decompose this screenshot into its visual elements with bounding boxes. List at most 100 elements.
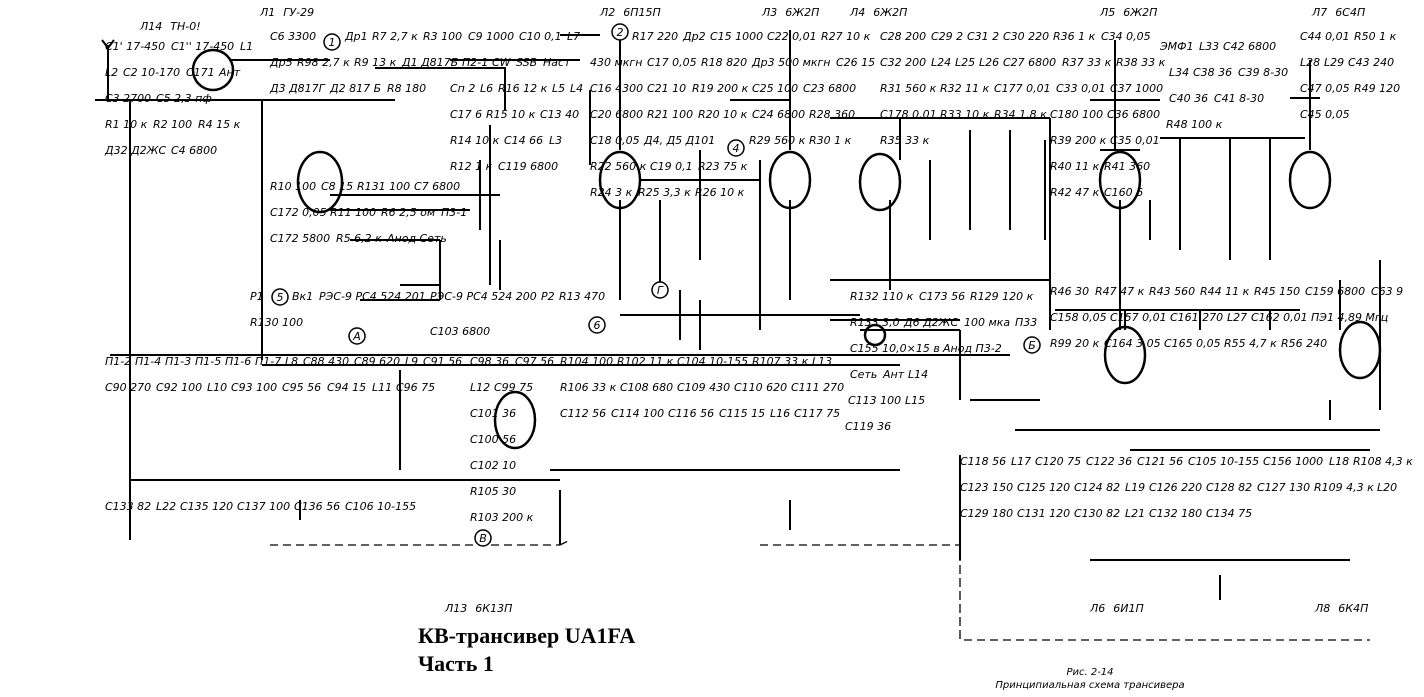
component-label: Ант	[218, 66, 241, 79]
component-label: R33 10 к	[940, 108, 990, 121]
component-label: R38 33 к	[1116, 56, 1166, 69]
component-label: C1'' 17-450	[171, 40, 234, 53]
node-marker-label: Г	[657, 284, 664, 297]
component-label: R108 4,3 к	[1353, 455, 1413, 468]
tube-type: ТН-0!	[170, 20, 200, 33]
node-marker-label: В	[479, 532, 487, 545]
component-label: C122 36	[1086, 455, 1132, 468]
component-label: C106 10-155	[345, 500, 416, 513]
component-label: R8 180	[387, 82, 426, 95]
tube-ref: Л7	[1311, 6, 1327, 19]
component-label: Д4, Д5 Д101	[643, 134, 715, 147]
component-label: C91 56	[423, 355, 462, 368]
component-label: R31 560 к	[880, 82, 937, 95]
component-label: Д6 Д2ЖС	[903, 316, 959, 329]
node-marker-circle	[348, 327, 366, 345]
figure-number: Рис. 2-14	[1066, 667, 1114, 678]
component-label: C23 6800	[803, 82, 856, 95]
component-label: C39 8-30	[1238, 66, 1288, 79]
component-label: L15	[905, 394, 925, 407]
component-label: L13	[812, 355, 832, 368]
component-label: C127 130	[1257, 481, 1310, 494]
component-label: R109 4,3 к	[1314, 481, 1374, 494]
component-label: L33	[1199, 40, 1219, 53]
component-label: C1' 17-450	[105, 40, 165, 53]
tube-ref: Л3	[761, 6, 777, 19]
component-label: C104 10-155	[677, 355, 748, 368]
component-label: R48 100 к	[1166, 118, 1223, 131]
component-label: R105 30	[470, 485, 516, 498]
tube-type: 6Ж2П	[873, 6, 907, 19]
component-label: П1-6	[225, 355, 251, 368]
tube-type: 6С4П	[1335, 6, 1365, 19]
component-label: ЭМФ1	[1159, 40, 1194, 53]
component-label: C102 10	[470, 459, 516, 472]
title-line-2: Часть 1	[418, 651, 494, 676]
component-label: C171	[186, 66, 215, 79]
component-label: L22	[156, 500, 176, 513]
component-label: C180 100	[1050, 108, 1103, 121]
tube-l8	[1338, 320, 1382, 380]
component-label: C129 180	[960, 507, 1013, 520]
node-marker-circle	[271, 288, 289, 306]
figure-caption-text: Принципиальная схема трансивера	[995, 680, 1185, 691]
component-label: R9 13 к	[354, 56, 397, 69]
component-label: L5	[552, 82, 565, 95]
component-label: Сеть	[850, 368, 877, 381]
component-label: R2 100	[153, 118, 192, 131]
component-label: L11	[372, 381, 392, 394]
component-label: R1 10 к	[105, 118, 148, 131]
component-label: C40 36	[1169, 92, 1208, 105]
component-label: C118 56	[960, 455, 1006, 468]
component-label: C103 6800	[430, 325, 490, 338]
component-label: L21	[1125, 507, 1145, 520]
component-label: C95 56	[282, 381, 321, 394]
node-marker-label: 4	[733, 142, 740, 155]
component-label: C36 6800	[1107, 108, 1160, 121]
component-label: C19 0,1	[650, 160, 693, 173]
component-label: C94 15	[327, 381, 366, 394]
component-label: R5 6,2 к	[336, 232, 382, 245]
component-label: C41 8-30	[1214, 92, 1264, 105]
component-label: C34 0,05	[1101, 30, 1151, 43]
component-label: L12	[470, 381, 490, 394]
component-label: Др5	[269, 56, 293, 69]
component-label: L2	[105, 66, 118, 79]
component-label: C130 82	[1074, 507, 1120, 520]
component-label: R3 100	[423, 30, 462, 43]
component-label: R11 100	[330, 206, 376, 219]
component-label: C159 6800	[1305, 285, 1365, 298]
component-label: L27	[1227, 311, 1247, 324]
component-label: C125 120	[1017, 481, 1070, 494]
tube-type: 6Ж2П	[785, 6, 819, 19]
component-label: C117 75	[794, 407, 840, 420]
component-label: L20	[1377, 481, 1397, 494]
component-label: L24	[931, 56, 951, 69]
tube-l2	[598, 150, 642, 210]
component-label: C109 430	[677, 381, 730, 394]
component-label: Д32 Д2ЖС	[104, 144, 167, 157]
component-label: R15 10 к	[486, 108, 536, 121]
component-label: R10 100	[270, 180, 316, 193]
component-label: C105 10-155	[1188, 455, 1259, 468]
component-label: R36 1 к	[1053, 30, 1096, 43]
schematic-title: КВ-трансивер UA1FA Часть 1	[418, 622, 635, 678]
component-label: R24 3 к	[590, 186, 633, 199]
component-label: C92 100	[156, 381, 202, 394]
component-label: C177 0,01	[994, 82, 1051, 95]
component-label: R98 2,7 к	[297, 56, 350, 69]
component-label: R104 100	[560, 355, 613, 368]
component-label: L8	[285, 355, 298, 368]
component-label: R44 11 к	[1200, 285, 1250, 298]
component-label: C24 6800	[752, 108, 805, 121]
tube-l4	[858, 152, 902, 212]
component-label: C161 270	[1170, 311, 1223, 324]
component-label: C42 6800	[1223, 40, 1276, 53]
component-label: C16 4300	[590, 82, 643, 95]
component-label: П1-5	[195, 355, 221, 368]
component-label: L6	[480, 82, 493, 95]
component-label: C126 220	[1149, 481, 1202, 494]
meter-ma	[863, 323, 887, 347]
